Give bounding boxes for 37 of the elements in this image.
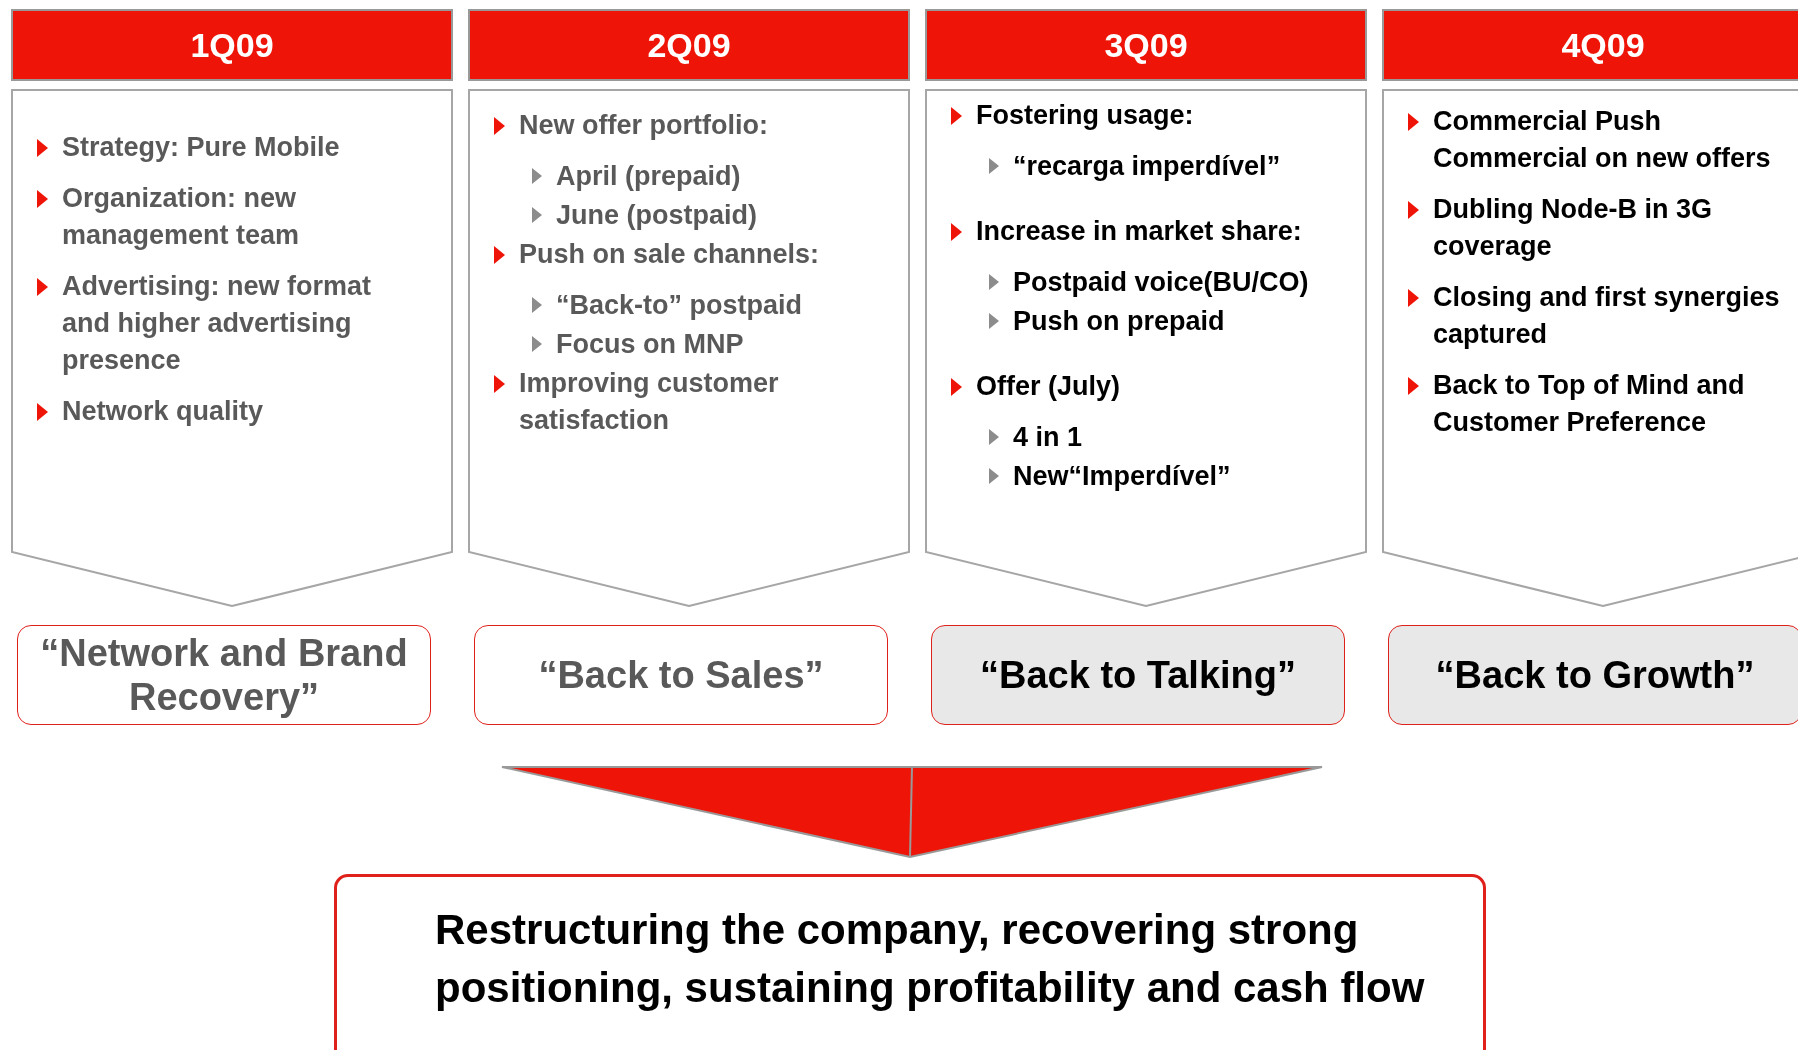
- bullet-text: Organization: new management team: [62, 182, 301, 252]
- bullet-text: Strategy: Pure Mobile: [62, 131, 340, 164]
- quarter-header: 1Q09: [11, 9, 453, 81]
- sub-bullet-text: Postpaid voice(BU/CO): [1013, 266, 1309, 299]
- bullet-text: Network quality: [62, 395, 264, 428]
- slogan-box: “Back to Growth”: [1388, 625, 1798, 725]
- bullet-text: Closing and first synergies captured: [1433, 281, 1781, 351]
- chevron-panel: [925, 89, 1367, 607]
- quarter-header: 2Q09: [468, 9, 910, 81]
- slogan-box: “Back to Sales”: [474, 625, 888, 725]
- sub-bullet-text: 4 in 1: [1013, 421, 1083, 454]
- sub-bullet-text: “Back-to” postpaid: [556, 289, 803, 322]
- bullet-text: Dubling Node-B in 3G coverage: [1433, 193, 1713, 263]
- bullet-text: Advertising: new format and higher advertising presence: [62, 270, 373, 377]
- conclusion-box: Restructuring the company, recovering strong positioning, sustaining profitability and cash flow: [334, 874, 1486, 1050]
- bullet-text: Offer (July): [976, 370, 1121, 403]
- chevron-panel: [468, 89, 910, 607]
- sub-bullet-text: Push on prepaid: [1013, 305, 1225, 338]
- bullet-text: Fostering usage:: [976, 99, 1194, 132]
- sub-bullet-text: April (prepaid): [556, 160, 741, 193]
- chevron-panel: [1382, 89, 1798, 607]
- bullet-text: Increase in market share:: [976, 215, 1302, 248]
- sub-bullet-text: June (postpaid): [556, 199, 757, 232]
- sub-bullet-text: “recarga imperdível”: [1013, 150, 1281, 183]
- bullet-text: Commercial Push Commercial on new offers: [1433, 105, 1772, 175]
- quarter-header: 4Q09: [1382, 9, 1798, 81]
- sub-bullet-text: New“Imperdível”: [1013, 460, 1231, 493]
- bullet-text: Improving customer satisfaction: [519, 367, 780, 437]
- slogan-box: “Back to Talking”: [931, 625, 1345, 725]
- funnel-arrow: [501, 766, 1323, 859]
- slogan-box: “Network and Brand Recovery”: [17, 625, 431, 725]
- quarter-header: 3Q09: [925, 9, 1367, 81]
- bullet-text: New offer portfolio:: [519, 109, 768, 142]
- chevron-panel: [11, 89, 453, 607]
- bullet-text: Push on sale channels:: [519, 238, 820, 271]
- bullet-text: Back to Top of Mind and Customer Preference: [1433, 369, 1746, 439]
- sub-bullet-text: Focus on MNP: [556, 328, 744, 361]
